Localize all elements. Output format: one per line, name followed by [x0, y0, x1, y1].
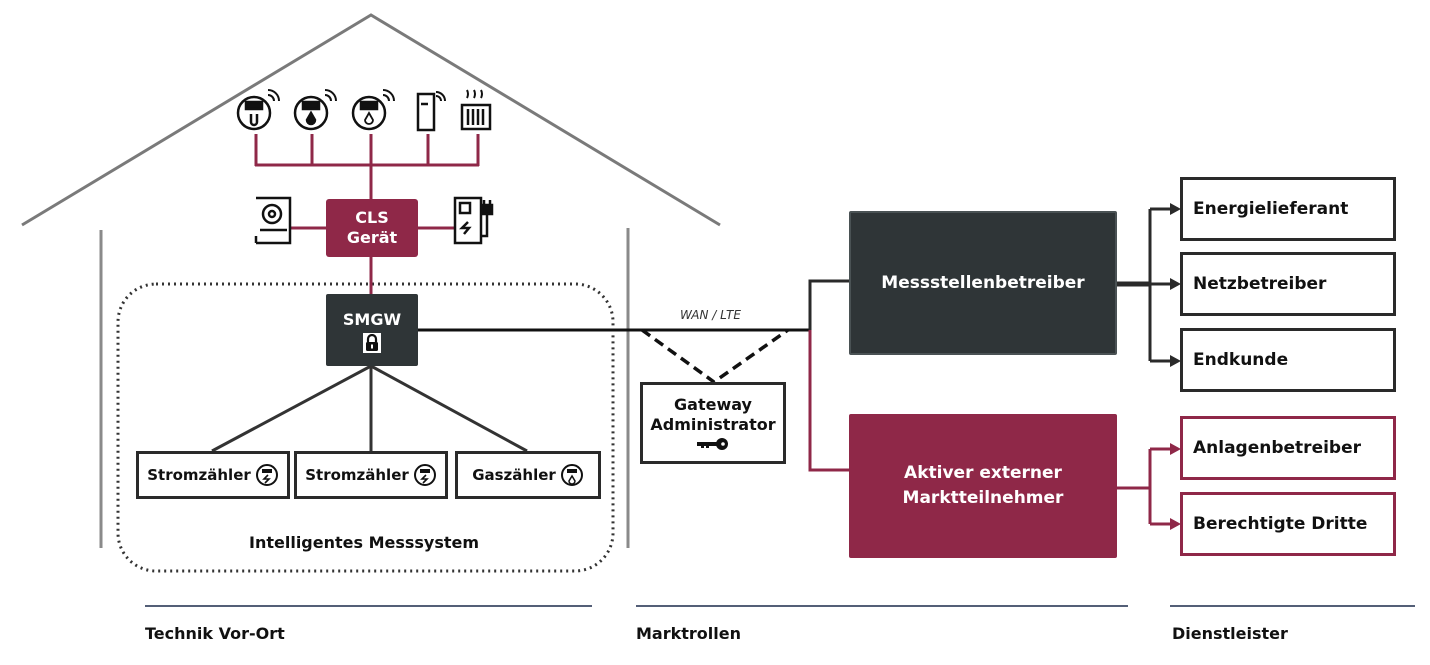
- service-label: Endkunde: [1193, 350, 1289, 370]
- meter-box[interactable]: Gaszähler: [455, 451, 601, 499]
- electricity-meter-icon: [255, 464, 278, 486]
- meter-box[interactable]: Stromzähler: [294, 451, 448, 499]
- service-label: Berechtigte Dritte: [1193, 514, 1368, 534]
- gateway-admin-link: [640, 328, 790, 385]
- msb-fanout: [1117, 207, 1172, 363]
- gas-meter-wireless-icon: [351, 89, 395, 131]
- wan-label: WAN / LTE: [680, 308, 741, 322]
- measuring-system-border: [116, 282, 615, 573]
- service-box-anlagenbetreiber[interactable]: Anlagenbetreiber: [1180, 416, 1396, 480]
- section-label-technik: Technik Vor-Ort: [145, 624, 285, 643]
- msb-link: [808, 279, 849, 330]
- heat-meter-wireless-icon: [236, 89, 280, 131]
- aem-line1: Aktiver externer: [904, 463, 1062, 483]
- gateway-admin-box[interactable]: Gateway Administrator: [640, 382, 786, 464]
- meter-label: Stromzähler: [305, 466, 409, 484]
- gas-meter-icon: [560, 464, 583, 486]
- service-label: Netzbetreiber: [1193, 274, 1327, 294]
- service-label: Anlagenbetreiber: [1193, 438, 1362, 458]
- aem-line2: Marktteilnehmer: [902, 488, 1064, 508]
- washing-machine-icon: [254, 196, 292, 245]
- ev-charger-icon: [453, 196, 494, 245]
- cls-device[interactable]: CLS Gerät: [326, 199, 418, 257]
- water-meter-wireless-icon: [293, 89, 337, 131]
- radiator-icon: [460, 89, 492, 131]
- msb-arrowheads: [1170, 203, 1181, 367]
- service-label: Energielieferant: [1193, 199, 1349, 219]
- aem-link: [808, 330, 849, 472]
- gateway-admin-line1: Gateway: [674, 395, 752, 414]
- heat-pump-wireless-icon: [416, 91, 446, 132]
- smgw-label: SMGW: [342, 309, 402, 329]
- meter-links: [211, 364, 528, 453]
- cls-line1: CLS: [355, 208, 389, 227]
- meter-label: Stromzähler: [147, 466, 251, 484]
- service-box-netzbetreiber[interactable]: Netzbetreiber: [1180, 252, 1396, 316]
- house-roof: [21, 13, 721, 227]
- key-icon: [697, 438, 728, 450]
- section-label-marktrollen: Marktrollen: [636, 624, 741, 643]
- service-box-berechtigte-dritte[interactable]: Berechtigte Dritte: [1180, 492, 1396, 556]
- aem-box[interactable]: Aktiver externer Marktteilnehmer: [849, 414, 1117, 558]
- electricity-meter-icon: [413, 464, 436, 486]
- msb-box[interactable]: Messstellenbetreiber: [849, 211, 1117, 355]
- aem-arrowheads: [1170, 443, 1181, 530]
- msb-label: Messstellenbetreiber: [881, 273, 1085, 293]
- meter-box[interactable]: Stromzähler: [136, 451, 290, 499]
- aem-fanout: [1117, 447, 1172, 526]
- cls-line2: Gerät: [346, 228, 398, 247]
- smgw-box[interactable]: SMGW: [326, 294, 418, 366]
- section-label-dienstleister: Dienstleister: [1172, 624, 1288, 643]
- service-box-endkunde[interactable]: Endkunde: [1180, 328, 1396, 392]
- gateway-admin-line2: Administrator: [650, 415, 776, 434]
- service-box-energielieferant[interactable]: Energielieferant: [1180, 177, 1396, 241]
- meter-label: Gaszähler: [472, 466, 556, 484]
- lock-icon: [363, 332, 381, 353]
- measuring-system-label: Intelligentes Messsystem: [249, 533, 480, 552]
- device-bus: [254, 134, 480, 294]
